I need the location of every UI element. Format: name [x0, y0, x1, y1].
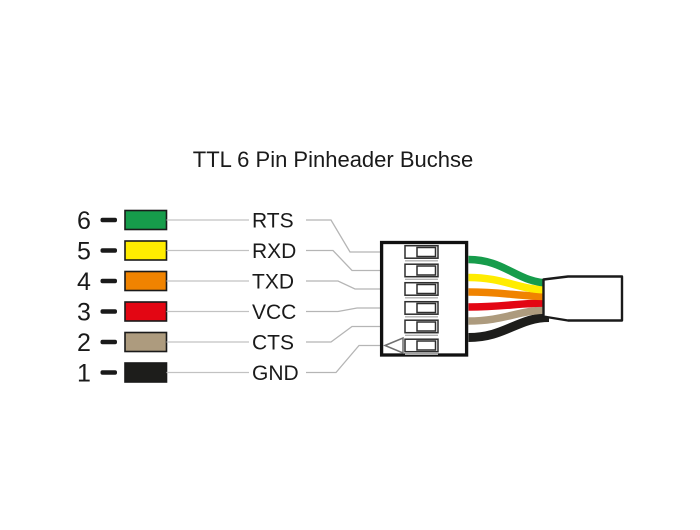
signal-label: TXD	[252, 271, 294, 294]
slot-contact	[416, 265, 437, 276]
wire-color-swatch	[124, 240, 168, 261]
pin-number: 6	[77, 207, 91, 235]
wire-rts	[468, 255, 550, 287]
leader-line	[306, 325, 381, 343]
pin-dash	[100, 248, 117, 253]
connector-body	[379, 240, 469, 357]
pin-dash	[100, 339, 117, 345]
slot-contact	[416, 302, 437, 314]
pinheader-connector	[379, 240, 469, 357]
pin-dash	[100, 370, 117, 375]
signal-label: RTS	[252, 210, 294, 233]
pin-dash	[100, 217, 117, 223]
connector-pin-slot	[404, 281, 439, 299]
pin-number: 5	[77, 238, 91, 266]
wire-rxd	[468, 273, 550, 294]
pin-dash	[100, 278, 117, 284]
signal-label: RXD	[252, 240, 296, 263]
slot-contact	[416, 340, 437, 351]
slot-contact	[416, 283, 437, 295]
wire-cts	[468, 306, 550, 325]
pin1-marker-triangle	[383, 336, 404, 355]
pin-row: 4 TXD	[77, 268, 381, 296]
connector-pin-slot	[404, 263, 439, 280]
cable-boot	[542, 275, 624, 322]
leader-line	[306, 307, 381, 313]
connector-pin-slot	[404, 319, 439, 336]
slot-contact	[416, 246, 437, 258]
pin-row: 3 VCC	[77, 299, 381, 327]
wire-color-swatch	[124, 362, 168, 383]
signal-label: CTS	[252, 332, 294, 355]
signal-label: GND	[252, 362, 299, 385]
wire-color-swatch	[124, 301, 168, 322]
pin-dash	[100, 309, 117, 314]
pin-number: 3	[77, 299, 91, 327]
leader-line	[306, 249, 381, 272]
wire-gnd	[468, 313, 550, 342]
wire-txd	[468, 288, 550, 301]
pin-number: 2	[77, 329, 91, 357]
connector-pin-slot	[404, 338, 439, 355]
slot-contact	[416, 321, 437, 332]
diagram-title: TTL 6 Pin Pinheader Buchse	[193, 147, 473, 172]
pin-number: 1	[77, 360, 91, 388]
wire-vcc	[468, 299, 550, 311]
wire-color-swatch	[124, 270, 168, 292]
pin-row: 1 GND	[77, 344, 381, 388]
leader-line	[306, 280, 381, 290]
leader-line	[306, 219, 381, 253]
wire-color-swatch	[124, 331, 168, 353]
pin-number: 4	[77, 268, 91, 296]
pin-row: 2 CTS	[77, 325, 381, 357]
signal-label: VCC	[252, 301, 296, 324]
connector-pin-slot	[404, 300, 439, 318]
wire-bundle	[468, 255, 550, 342]
leader-line	[306, 344, 381, 374]
pin-row: 6 RTS	[77, 207, 381, 253]
pin-row: 5 RXD	[77, 238, 381, 272]
wire-color-swatch	[124, 209, 168, 231]
connector-pin-slot	[404, 244, 439, 262]
